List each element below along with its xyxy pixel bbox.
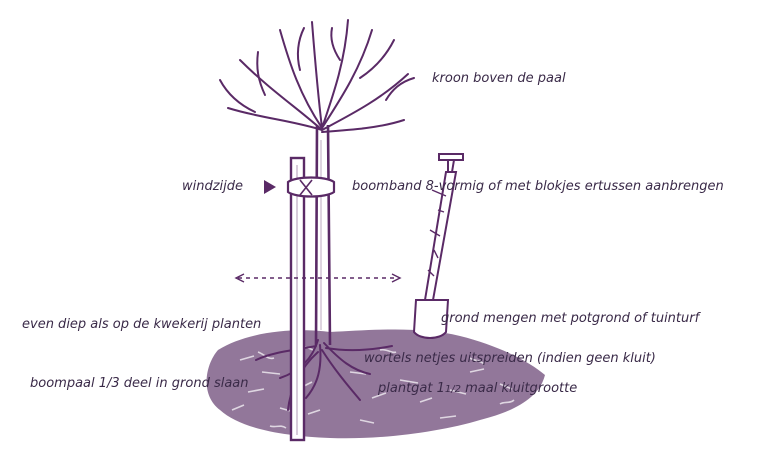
label-roots: wortels netjes uitspreiden (indien geen … xyxy=(364,352,656,365)
label-hole-prefix: plantgat 1 xyxy=(378,381,445,396)
tree-trunk xyxy=(316,125,330,345)
label-stake: boompaal 1/3 deel in grond slaan xyxy=(30,377,249,390)
label-wind: windzijde xyxy=(182,180,243,193)
label-soil: grond mengen met potgrond of tuinturf xyxy=(441,312,699,325)
tree-stake xyxy=(291,158,304,440)
tree-tie xyxy=(288,178,334,197)
tree-crown xyxy=(220,20,414,132)
label-tie: boomband 8-vormig of met blokjes ertusse… xyxy=(352,180,724,193)
label-depth: even diep als op de kwekerij planten xyxy=(22,318,261,331)
label-crown: kroon boven de paal xyxy=(432,72,566,85)
label-hole-suffix: maal kluitgrootte xyxy=(461,381,577,396)
wind-arrow xyxy=(264,180,276,194)
depth-line xyxy=(236,274,400,282)
label-hole-fraction: 1/2 xyxy=(445,384,461,395)
label-hole: plantgat 11/2 maal kluitgrootte xyxy=(378,382,577,395)
